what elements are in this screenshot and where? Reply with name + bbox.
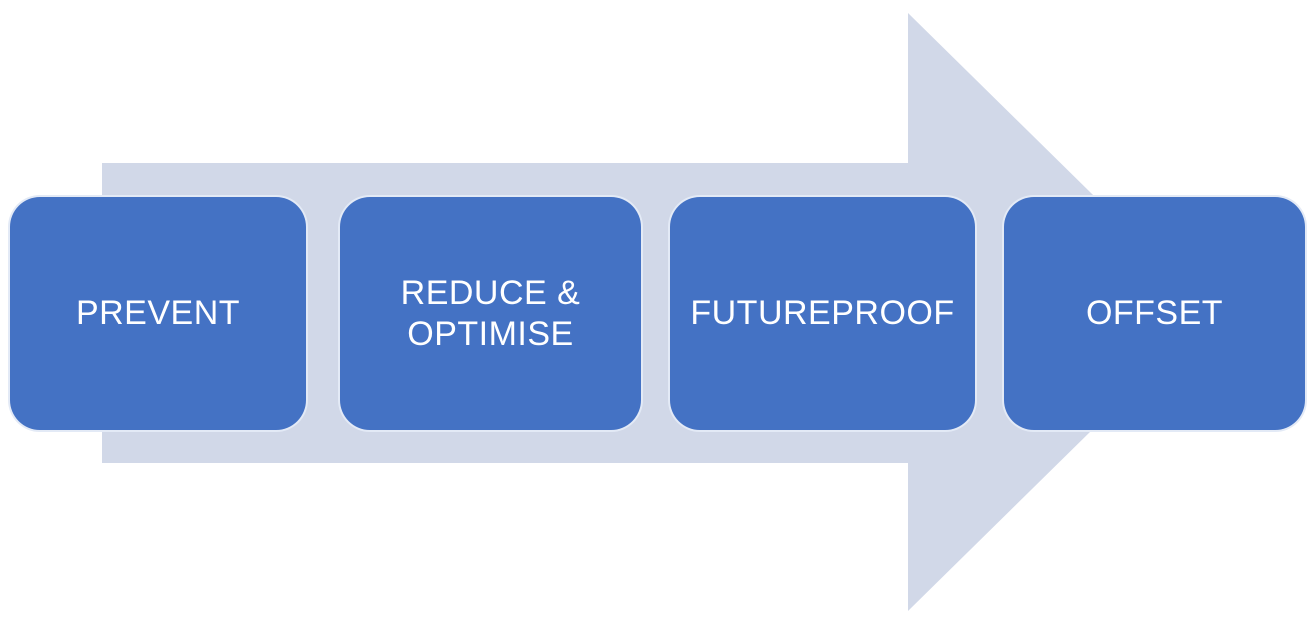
step-box-prevent: PREVENT [8,195,308,432]
step-label: OFFSET [1085,294,1224,333]
step-box-reduce-optimise: REDUCE & OPTIMISE [338,195,643,432]
step-box-futureproof: FUTUREPROOF [668,195,977,432]
step-label: PREVENT [75,294,241,333]
right-arrow-polygon [102,13,1212,611]
step-label: FUTUREPROOF [690,294,955,333]
step-label: REDUCE & OPTIMISE [400,273,581,353]
step-box-offset: OFFSET [1002,195,1307,432]
